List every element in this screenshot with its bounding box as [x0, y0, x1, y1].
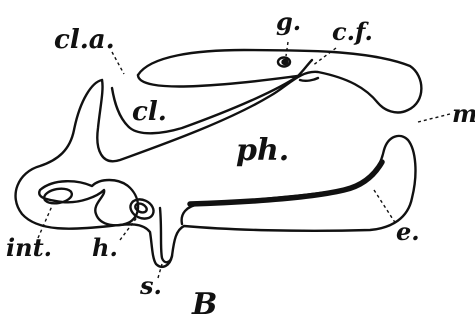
stolon	[160, 208, 172, 262]
label-cla: cl.a.	[54, 25, 115, 55]
label-int: int.	[6, 233, 52, 262]
leader-m	[418, 114, 450, 122]
label-s: s.	[139, 271, 162, 300]
leader-cla	[112, 52, 124, 74]
label-ph: ph.	[236, 133, 289, 168]
leader-h	[120, 216, 138, 240]
heart-inner	[134, 202, 148, 214]
leader-g	[286, 42, 288, 56]
label-e: e.	[396, 217, 420, 246]
leader-e	[374, 190, 396, 224]
panel-letter: B	[191, 287, 217, 322]
endostyle	[190, 162, 382, 204]
label-m: m	[452, 99, 475, 128]
heart	[127, 196, 156, 222]
label-g: g.	[276, 7, 301, 36]
body-outline	[16, 80, 416, 267]
ganglion-core	[283, 60, 288, 64]
label-cf: c.f.	[332, 17, 373, 46]
label-cl: cl.	[132, 97, 167, 127]
label-h: h.	[92, 233, 118, 262]
